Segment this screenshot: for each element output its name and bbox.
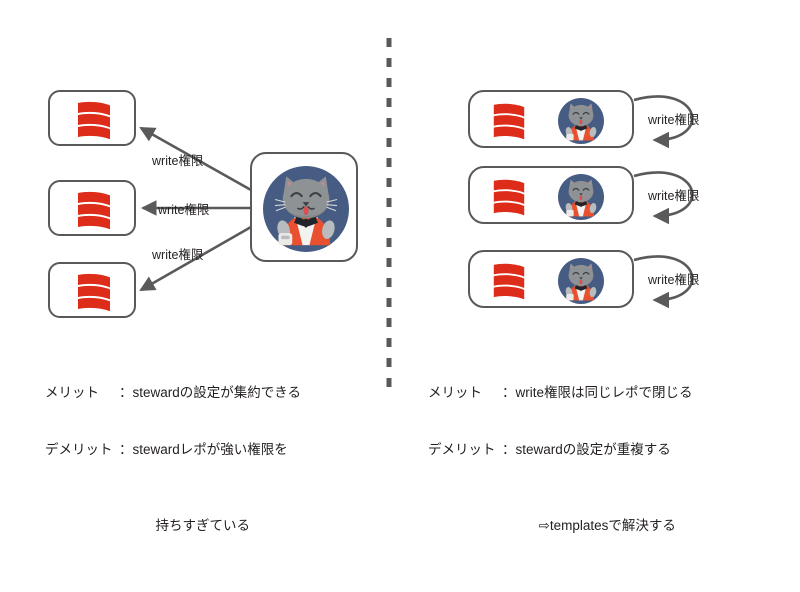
repo-box-left-2[interactable]	[48, 180, 136, 236]
scala-steward-cat-avatar	[263, 166, 349, 252]
arrow-steward-to-repo-3	[139, 225, 252, 292]
left-caption-merit-text: stewardの設定が集約できる	[132, 385, 302, 400]
edge-label-right-2: write権限	[648, 189, 700, 203]
left-caption-merit-sep: ：	[119, 385, 133, 400]
repo-box-left-1[interactable]	[48, 90, 136, 146]
steward-box[interactable]	[250, 152, 358, 262]
right-caption-merit-label: メリット	[428, 385, 482, 400]
scala-logo	[78, 191, 110, 229]
edge-label-right-1: write権限	[648, 113, 700, 127]
right-caption-demerit-text2: ⇨templatesで解決する	[538, 518, 676, 533]
right-caption: メリット：write権限は同じレポで閉じる デメリット：stewardの設定が重…	[428, 345, 693, 592]
scala-steward-cat-avatar	[558, 258, 604, 304]
repo-steward-box-right-1[interactable]	[468, 90, 634, 148]
scala-logo	[78, 101, 110, 139]
arrow-steward-to-repo-1	[139, 126, 252, 192]
scala-logo	[493, 263, 525, 300]
slide-canvas: write権限 write権限 write権限 メリット：stewardの設定が…	[45, 38, 700, 533]
self-loop-arrow-2	[633, 171, 694, 225]
scala-logo	[78, 273, 110, 311]
self-loop-arrow-1	[633, 95, 694, 149]
repo-box-left-3[interactable]	[48, 262, 136, 318]
right-caption-merit-text: write権限は同じレポで閉じる	[515, 385, 693, 400]
scala-logo	[493, 103, 525, 140]
scala-steward-cat-avatar	[558, 174, 604, 220]
self-loop-arrow-3	[633, 255, 694, 309]
edge-label-left-2: write権限	[158, 203, 210, 217]
left-caption-demerit-text2: 持ちすぎている	[155, 518, 251, 533]
left-caption: メリット：stewardの設定が集約できる デメリット：stewardレポが強い…	[45, 345, 301, 592]
diagram-vector-layer	[139, 38, 694, 396]
edge-label-left-3: write権限	[152, 248, 204, 262]
repo-steward-box-right-3[interactable]	[468, 250, 634, 308]
right-caption-merit-sep: ：	[502, 385, 516, 400]
repo-steward-box-right-2[interactable]	[468, 166, 634, 224]
scala-logo	[493, 179, 525, 216]
left-caption-merit-label: メリット	[45, 385, 99, 400]
edge-label-right-3: write権限	[648, 273, 700, 287]
scala-steward-cat-avatar	[558, 98, 604, 144]
edge-label-left-1: write権限	[152, 154, 204, 168]
